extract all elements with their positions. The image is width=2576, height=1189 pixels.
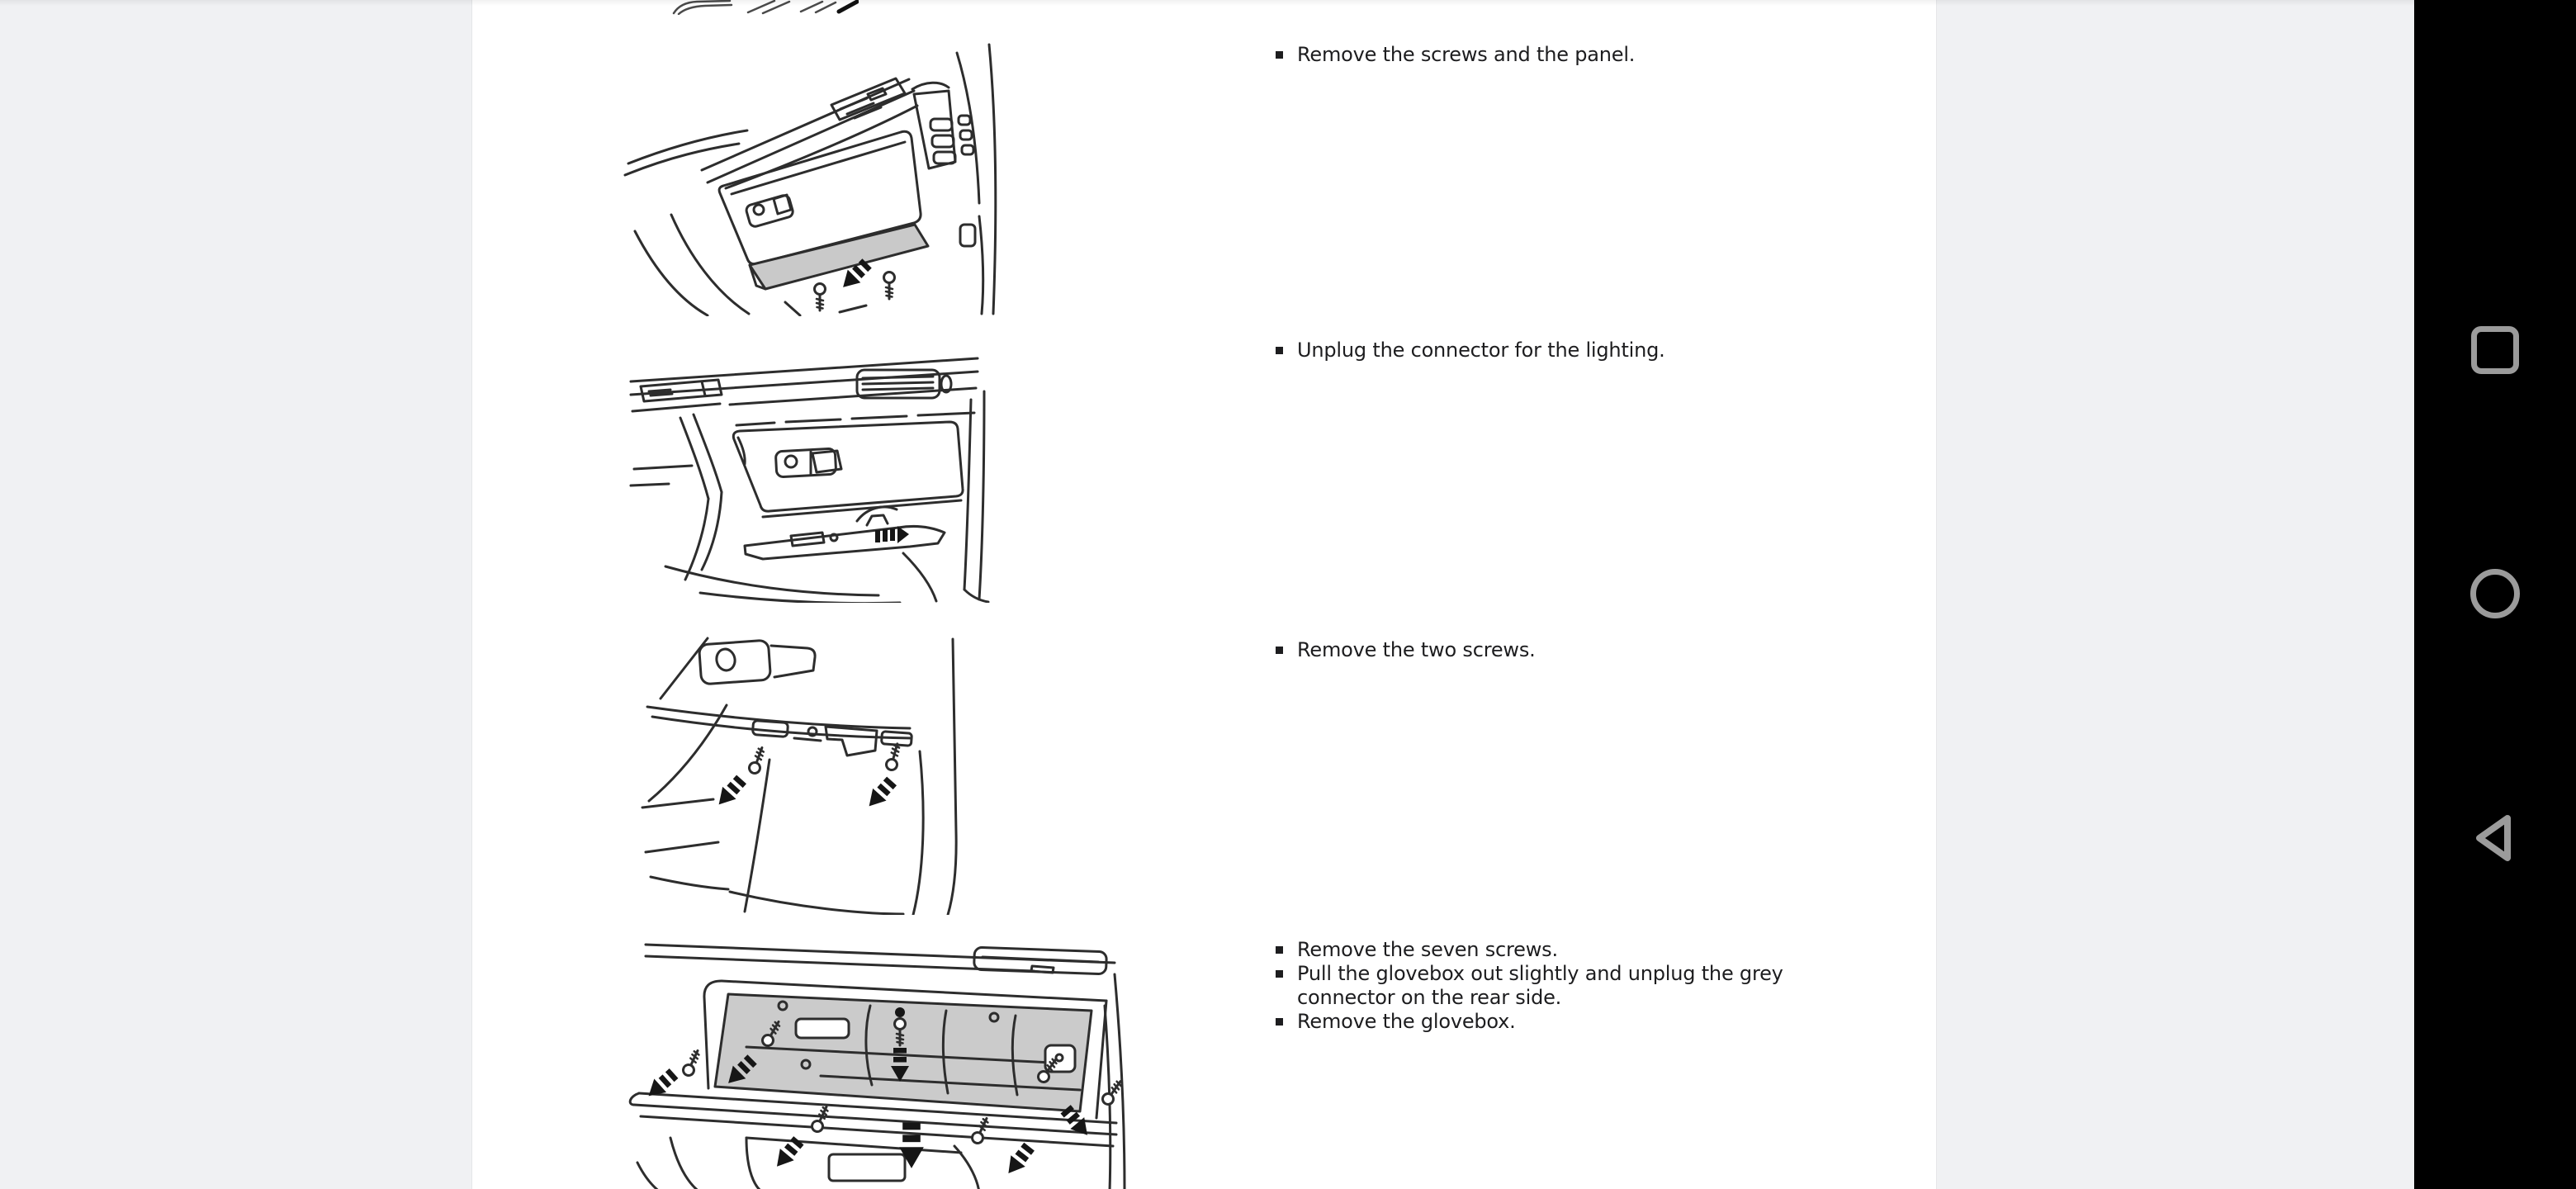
instruction-bullet: Remove the two screws. [1276, 638, 1854, 662]
home-circle-icon [2470, 569, 2520, 618]
figure-unplug-lighting-connector [621, 345, 992, 603]
bullet-square-icon [1276, 1018, 1283, 1026]
android-navigation-bar [2414, 0, 2576, 1189]
instruction-bullet: Unplug the connector for the lighting. [1276, 339, 1854, 362]
instruction-section-4: Remove the seven screws. Pull the gloveb… [1276, 938, 1854, 1034]
instruction-bullet: Remove the glovebox. [1276, 1010, 1854, 1034]
home-button[interactable] [2414, 532, 2576, 656]
instruction-section-1: Remove the screws and the panel. [1276, 43, 1854, 67]
recents-square-icon [2471, 326, 2519, 374]
figure-remove-panel-screws [623, 40, 999, 316]
instruction-bullet: Pull the glovebox out slightly and unplu… [1276, 962, 1854, 1010]
figure-remove-glovebox-seven-screws [621, 930, 1133, 1189]
bullet-square-icon [1276, 347, 1283, 354]
instruction-text: Remove the glovebox. [1297, 1010, 1516, 1033]
document-viewer-scroll-area[interactable]: Remove the screws and the panel. Unplug … [0, 0, 2414, 1189]
instruction-section-3: Remove the two screws. [1276, 638, 1854, 662]
instruction-section-2: Unplug the connector for the lighting. [1276, 339, 1854, 362]
instruction-text: Pull the glovebox out slightly and unplu… [1297, 962, 1783, 1009]
instruction-bullet: Remove the screws and the panel. [1276, 43, 1854, 67]
recents-button[interactable] [2414, 288, 2576, 412]
instruction-text: Remove the two screws. [1297, 638, 1536, 661]
manual-page: Remove the screws and the panel. Unplug … [472, 0, 1936, 1189]
figure-remove-two-screws [629, 634, 984, 915]
figure-top-remnant [669, 0, 859, 15]
instruction-text: Remove the screws and the panel. [1297, 43, 1636, 66]
bullet-square-icon [1276, 647, 1283, 654]
instruction-bullet: Remove the seven screws. [1276, 938, 1854, 962]
bullet-square-icon [1276, 51, 1283, 59]
bullet-square-icon [1276, 970, 1283, 978]
back-button[interactable] [2414, 776, 2576, 900]
back-triangle-icon [2476, 815, 2511, 861]
instruction-text: Unplug the connector for the lighting. [1297, 339, 1665, 362]
bullet-square-icon [1276, 946, 1283, 954]
instruction-text: Remove the seven screws. [1297, 938, 1558, 961]
